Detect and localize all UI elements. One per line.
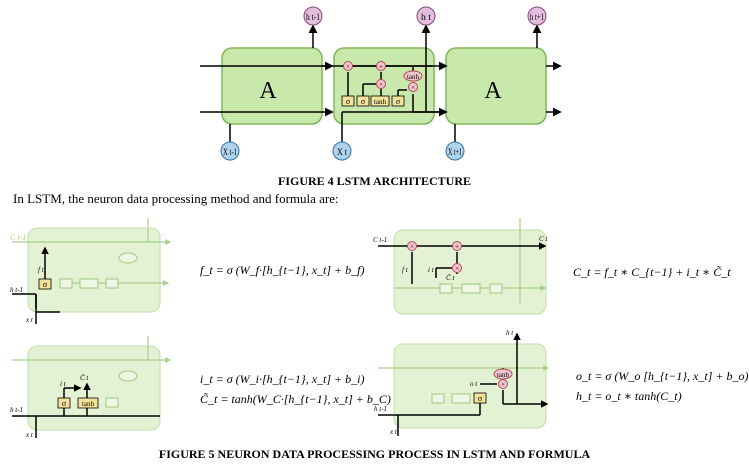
figure-5-caption: FIGURE 5 NEURON DATA PROCESSING PROCESS … (158, 447, 591, 461)
svg-text:σ: σ (361, 97, 366, 106)
lstm-architecture-diagram: A A × (200, 6, 562, 161)
cell-update-equation: C_t = f_t ∗ C_{t−1} + i_t ∗ C̃_t (573, 265, 731, 279)
forget-gate-equation: f_t = σ (W_f·[h_{t−1}, x_t] + b_f) (200, 263, 365, 277)
svg-text:X t-1: X t-1 (223, 147, 237, 157)
svg-text:σ: σ (478, 394, 483, 403)
svg-text:×: × (379, 80, 384, 89)
svg-text:σ: σ (396, 97, 401, 106)
svg-text:x t: x t (389, 428, 398, 436)
figure-4-caption: FIGURE 4 LSTM ARCHITECTURE (277, 174, 472, 188)
svg-text:tanh: tanh (82, 400, 95, 408)
lstm-gate-panels: C t-1 σ h t-1 x t f t (10, 218, 550, 439)
svg-text:tanh: tanh (374, 98, 387, 106)
gate-boxes: σ σ tanh σ (341, 95, 405, 107)
svg-text:C t: C t (539, 235, 548, 243)
svg-text:h t: h t (421, 12, 432, 22)
pointwise-ops: × + × × tanh (343, 61, 423, 92)
svg-text:C̃ t: C̃ t (446, 274, 455, 282)
panel-cell-update: × + × C t-1 C t f t i t C̃ t (373, 218, 548, 315)
svg-text:+: + (455, 242, 460, 251)
panel-input-gate: σ tanh h t-1 x t i t C̃ t (10, 336, 172, 439)
output-gate-equation: o_t = σ (W_o [h_{t−1}, x_t] + b_o) (576, 369, 749, 383)
cell-label-a: A (484, 78, 502, 104)
svg-text:i t: i t (428, 266, 435, 274)
output-nodes: h t-1 h t h t+1 (303, 6, 547, 26)
cell-label-a: A (259, 78, 277, 104)
intro-text: In LSTM, the neuron data processing meth… (13, 191, 339, 206)
svg-text:σ: σ (43, 280, 48, 289)
svg-text:×: × (411, 83, 416, 92)
svg-text:h t-1: h t-1 (374, 405, 387, 413)
svg-text:h t+1: h t+1 (530, 12, 544, 22)
svg-text:i t: i t (60, 380, 67, 388)
svg-text:X t: X t (337, 147, 347, 157)
svg-text:h t-1: h t-1 (306, 12, 320, 22)
svg-text:f t: f t (402, 266, 409, 274)
hidden-state-equation: h_t = o_t ∗ tanh(C_t) (576, 389, 682, 403)
input-gate-equation: i_t = σ (W_i·[h_{t−1}, x_t] + b_i) (200, 372, 365, 386)
svg-text:x t: x t (25, 431, 34, 439)
svg-text:×: × (410, 242, 415, 251)
candidate-equation: C̃_t = tanh(W_C·[h_{t−1}, x_t] + b_C) (200, 392, 391, 406)
tanh-op-label: tanh (407, 73, 420, 81)
svg-text:h t-1: h t-1 (10, 286, 23, 294)
svg-text:tanh: tanh (497, 371, 510, 379)
panel-forget-gate: C t-1 σ h t-1 x t f t (10, 218, 172, 324)
svg-text:h t-1: h t-1 (10, 406, 23, 414)
svg-text:×: × (501, 380, 506, 389)
svg-text:C t-1: C t-1 (373, 236, 387, 244)
svg-text:+: + (379, 62, 384, 71)
svg-text:×: × (455, 264, 460, 273)
svg-text:o t: o t (470, 380, 478, 388)
svg-text:X t+1: X t+1 (448, 147, 462, 157)
input-nodes: X t-1 X t X t+1 (220, 141, 465, 161)
lstm-cell-left: A (221, 47, 323, 125)
svg-text:σ: σ (346, 97, 351, 106)
lstm-cell-right: A (445, 47, 547, 125)
svg-text:C̃ t: C̃ t (80, 374, 89, 382)
svg-text:h t: h t (506, 329, 514, 337)
svg-text:C t-1: C t-1 (10, 233, 26, 242)
panel-output-gate: σ tanh × h t h t-1 x t o t (374, 329, 550, 436)
svg-text:x t: x t (25, 316, 34, 324)
svg-text:×: × (346, 62, 351, 71)
svg-text:σ: σ (62, 399, 67, 408)
svg-text:f t: f t (38, 266, 45, 274)
